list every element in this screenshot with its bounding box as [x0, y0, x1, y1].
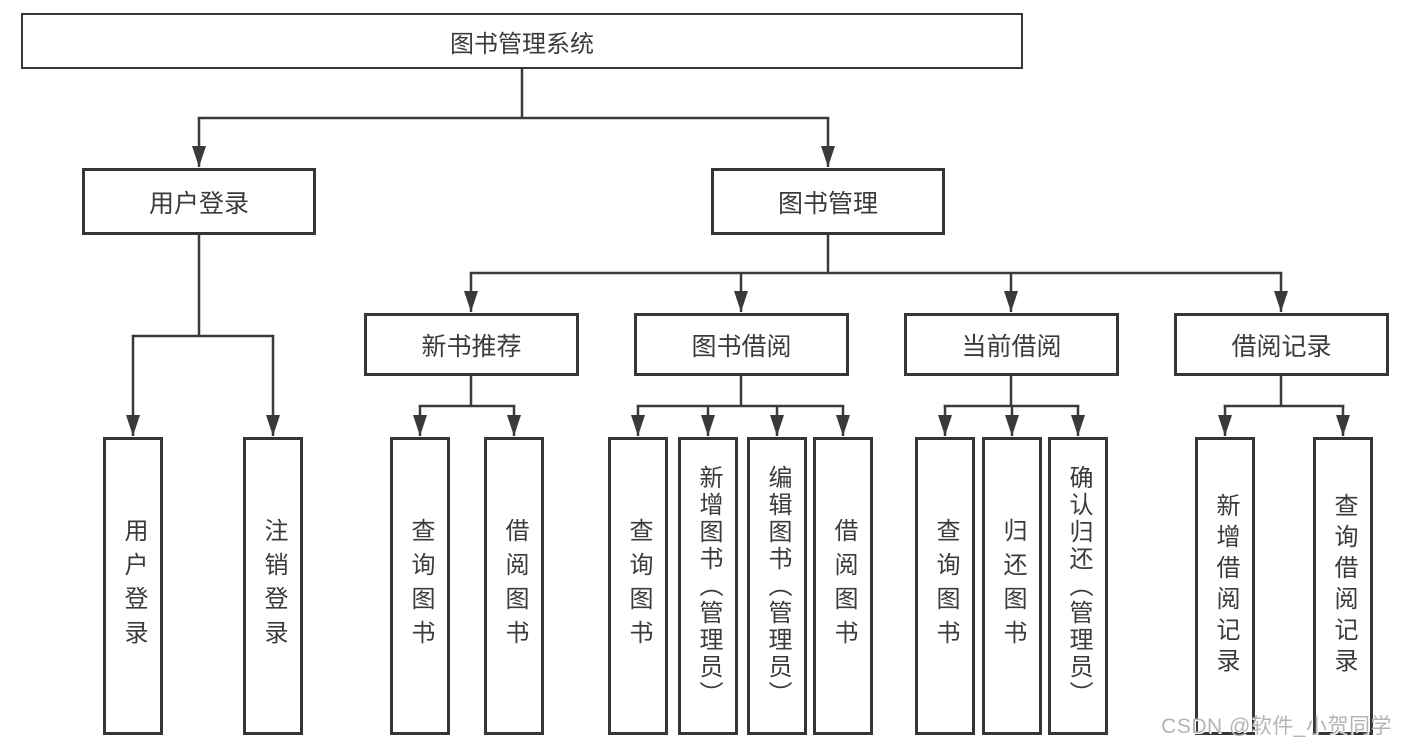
node-label: 图书管理系统: [450, 30, 594, 58]
node-borrow-books: 借阅图书: [813, 437, 873, 735]
node-label: 用户登录: [120, 518, 147, 654]
node-label: 编辑图书（管理员）: [764, 464, 791, 708]
node-label: 借阅记录: [1231, 332, 1332, 361]
node-return-books: 归还图书: [982, 437, 1042, 735]
node-label: 新书推荐: [421, 332, 522, 361]
node-user-login: 用户登录: [103, 437, 163, 735]
node-label: 确认归还（管理员）: [1065, 464, 1092, 708]
node-label: 借阅图书: [830, 518, 857, 654]
node-add-books-admin: 新增图书（管理员）: [678, 437, 738, 735]
node-query-books-current: 查询图书: [915, 437, 975, 735]
node-label: 查询图书: [407, 518, 434, 654]
node-label: 查询图书: [932, 518, 959, 654]
node-query-borrow-record: 查询借阅记录: [1313, 437, 1373, 735]
node-query-books-recommend: 查询图书: [390, 437, 450, 735]
node-user-login-branch: 用户登录: [82, 168, 316, 235]
node-book-borrow: 图书借阅: [634, 313, 849, 376]
node-label: 图书借阅: [691, 332, 792, 361]
node-label: 注销登录: [260, 518, 287, 654]
node-label: 图书管理: [777, 189, 878, 218]
node-book-management-branch: 图书管理: [711, 168, 945, 235]
node-root-system: 图书管理系统: [21, 13, 1023, 69]
node-label: 查询借阅记录: [1330, 493, 1357, 679]
node-query-books-borrow: 查询图书: [608, 437, 668, 735]
node-add-borrow-record: 新增借阅记录: [1195, 437, 1255, 735]
node-label: 新增借阅记录: [1212, 493, 1239, 679]
node-borrow-records: 借阅记录: [1174, 313, 1389, 376]
csdn-watermark: CSDN @软件_小贺同学: [1161, 715, 1392, 738]
node-label: 查询图书: [625, 518, 652, 654]
node-edit-books-admin: 编辑图书（管理员）: [747, 437, 807, 735]
node-label: 用户登录: [148, 189, 249, 218]
node-confirm-return-admin: 确认归还（管理员）: [1048, 437, 1108, 735]
node-label: 新增图书（管理员）: [695, 464, 722, 708]
node-borrow-books-recommend: 借阅图书: [484, 437, 544, 735]
node-new-book-recommend: 新书推荐: [364, 313, 579, 376]
node-label: 借阅图书: [501, 518, 528, 654]
node-current-borrow: 当前借阅: [904, 313, 1119, 376]
node-logout-login: 注销登录: [243, 437, 303, 735]
node-label: 当前借阅: [961, 332, 1062, 361]
node-label: 归还图书: [999, 518, 1026, 654]
